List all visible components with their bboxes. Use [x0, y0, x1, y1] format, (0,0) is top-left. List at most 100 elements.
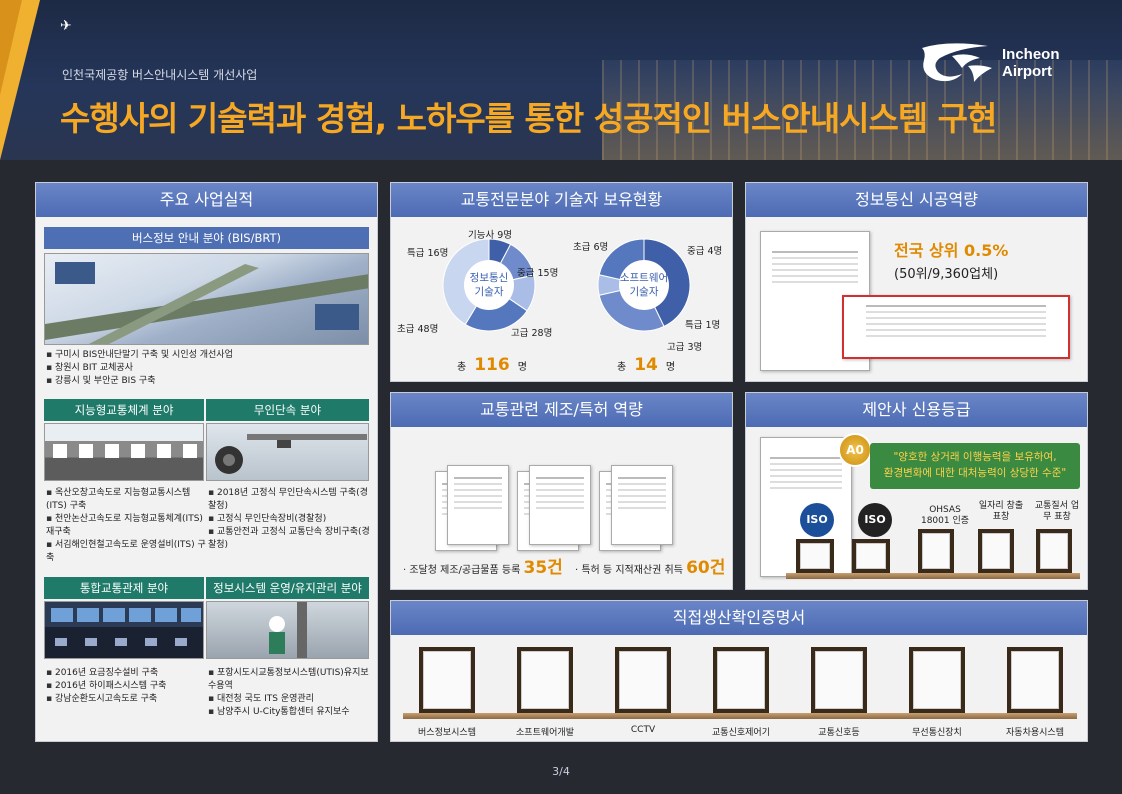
production-cert-frame — [811, 647, 867, 713]
total-right-value: 14 — [634, 355, 658, 375]
traffic-control-label: 통합교통관제 분야 — [44, 577, 204, 599]
credit-quote-line1: "양호한 상거래 이행능력을 보유하여, — [893, 451, 1057, 463]
bis-label: 버스정보 안내 분야 (BIS/BRT) — [44, 227, 369, 249]
iso-badge: ISO — [858, 503, 892, 537]
cert-caption: 일자리 창출 표창 — [978, 501, 1024, 522]
production-cert-frame — [713, 647, 769, 713]
label-left-0: 기능사 9명 — [468, 230, 513, 241]
cert-caption-bis: 버스정보시스템 — [418, 728, 476, 738]
list-item: 대전청 국도 ITS 운영관리 — [208, 693, 370, 706]
iso-cert-frame — [796, 539, 834, 573]
logo-text-2: Airport — [1002, 63, 1052, 80]
patent-doc — [447, 465, 509, 545]
total-left-value: 116 — [474, 355, 510, 375]
list-item: 강남순환도시고속도로 구축 — [46, 693, 206, 706]
patent-note: · 특허 등 지적재산권 취득 60건 — [575, 553, 725, 578]
its-label: 지능형교통체계 분야 — [44, 399, 204, 421]
total-left-suffix: 명 — [517, 362, 527, 373]
label-right-0: 초급 6명 — [573, 242, 609, 253]
production-cert-frame — [909, 647, 965, 713]
procurement-label: · 조달청 제조/공급물품 등록 — [403, 565, 521, 576]
header-banner: ✈ 인천국제공항 버스안내시스템 개선사업 수행사의 기술력과 경험, 노하우를… — [0, 0, 1122, 160]
certificate-shelf — [403, 713, 1077, 719]
maintenance-worker-photo — [206, 601, 369, 659]
major-results-heading: 주요 사업실적 — [36, 183, 377, 217]
list-item: 창원시 BIT 교체공사 — [46, 362, 371, 375]
credit-quote-line2: 환경변화에 대한 대처능력이 상당한 수준" — [883, 467, 1067, 479]
enforcement-list: 2018년 고정식 무인단속시스템 구축(경찰청) 고정식 무인단속장비(경찰청… — [208, 487, 370, 552]
cert-caption: 교통질서 업무 표창 — [1034, 501, 1080, 522]
logo-text-1: Incheon — [1002, 46, 1060, 63]
list-item: 포항시도시교통정보시스템(UTIS)유지보수용역 — [208, 667, 370, 693]
credit-heading: 제안사 신용등급 — [746, 393, 1087, 427]
credit-quote: "양호한 상거래 이행능력을 보유하여, 환경변화에 대한 대처능력이 상당한 수… — [870, 443, 1080, 489]
its-photo — [44, 423, 204, 481]
production-cert-frame — [1007, 647, 1063, 713]
patent-count: 60건 — [686, 558, 726, 578]
procurement-note: · 조달청 제조/공급물품 등록 35건 — [403, 553, 563, 578]
ict-rank-detail: (50위/9,360업체) — [894, 267, 999, 282]
list-item: 옥산오창고속도로 지능형교통시스템(ITS) 구축 — [46, 487, 206, 513]
total-right-suffix: 명 — [665, 362, 676, 373]
ict-heading: 정보통신 시공역량 — [746, 183, 1087, 217]
list-item: 서김해인현철고속도로 운영설비(ITS) 구축 — [46, 539, 206, 565]
page-title: 수행사의 기술력과 경험, 노하우를 통한 성공적인 버스안내시스템 구현 — [60, 99, 997, 138]
cert-caption-software: 소프트웨어개발 — [516, 728, 574, 738]
direct-production-panel: 직접생산확인증명서 버스정보시스템 소프트웨어개발 CCTV 교통신호제어기 교… — [390, 600, 1088, 742]
job-award-frame — [978, 529, 1014, 573]
ohsas-cert-frame — [918, 529, 954, 573]
label-right-1: 중급 4명 — [687, 246, 723, 257]
label-right-3: 고급 3명 — [667, 342, 703, 353]
list-item: 강릉시 및 부안군 BIS 구축 — [46, 375, 371, 388]
donut-left-center: 정보통신 기술자 — [464, 260, 514, 310]
label-left-2: 중급 15명 — [517, 268, 559, 279]
list-item: 천안논산고속도로 지능형교통체계(ITS) 재구축 — [46, 513, 206, 539]
label-left-3: 초급 48명 — [397, 324, 439, 335]
patent-doc — [529, 465, 591, 545]
list-item: 구미시 BIS안내단말기 구축 및 시인성 개선사업 — [46, 349, 371, 362]
ict-capability-panel: 정보통신 시공역량 전국 상위 0.5% (50위/9,360업체) — [745, 182, 1088, 382]
manufacturing-panel: 교통관련 제조/특허 역량 · 조달청 제조/공급물품 등록 35건 · 특허 … — [390, 392, 733, 590]
manufacturing-heading: 교통관련 제조/특허 역량 — [391, 393, 732, 427]
cert-caption-cctv: CCTV — [630, 725, 656, 735]
label-left-1: 특급 16명 — [407, 248, 449, 259]
maintenance-label: 정보시스템 운영/유지관리 분야 — [206, 577, 369, 599]
cert-caption-signal-controller: 교통신호제어기 — [712, 728, 770, 738]
ict-rank: 전국 상위 0.5% — [894, 241, 1009, 260]
maintenance-list: 포항시도시교통정보시스템(UTIS)유지보수용역 대전청 국도 ITS 운영관리… — [208, 667, 370, 719]
production-cert-frame — [419, 647, 475, 713]
total-left-prefix: 총 — [457, 362, 467, 373]
enforcement-label: 무인단속 분야 — [206, 399, 369, 421]
iso-badge: ISO — [800, 503, 834, 537]
engineers-panel: 교통전문분야 기술자 보유현황 정보통신 기술자 기능사 9명 특급 16명 중… — [390, 182, 733, 382]
bis-list: 구미시 BIS안내단말기 구축 및 시인성 개선사업 창원시 BIT 교체공사 … — [46, 349, 371, 388]
direct-production-heading: 직접생산확인증명서 — [391, 601, 1087, 635]
traffic-control-list: 2016년 요금징수설비 구축 2016년 하이패스시스템 구축 강남순환도시고… — [46, 667, 206, 706]
award-shelf — [786, 573, 1080, 579]
list-item: 남양주시 U-City통합센터 유지보수 — [208, 706, 370, 719]
list-item: 2016년 요금징수설비 구축 — [46, 667, 206, 680]
production-cert-frame — [517, 647, 573, 713]
iso-cert-frame — [852, 539, 890, 573]
procurement-count: 35건 — [523, 558, 563, 578]
cert-caption-signal-light: 교통신호등 — [818, 728, 860, 738]
corner-accent-dark — [0, 0, 22, 95]
city-night-image — [602, 60, 1122, 160]
list-item: 2016년 하이패스시스템 구축 — [46, 680, 206, 693]
engineers-heading: 교통전문분야 기술자 보유현황 — [391, 183, 732, 217]
production-cert-frame — [615, 647, 671, 713]
major-results-panel: 주요 사업실적 버스정보 안내 분야 (BIS/BRT) 구미시 BIS안내단말… — [35, 182, 378, 742]
patent-doc — [611, 465, 673, 545]
list-item: 2018년 고정식 무인단속시스템 구축(경찰청) — [208, 487, 370, 513]
airplane-icon: ✈ — [60, 18, 72, 34]
traffic-award-frame — [1036, 529, 1072, 573]
total-left: 총 116 명 — [457, 355, 527, 375]
label-left-4: 고급 28명 — [511, 328, 553, 339]
airport-logo-icon — [922, 43, 992, 82]
label-right-2: 특급 1명 — [685, 320, 721, 331]
control-room-photo — [44, 601, 204, 659]
donut-right-center: 소프트웨어 기술자 — [619, 260, 669, 310]
page-subtitle: 인천국제공항 버스안내시스템 개선사업 — [62, 68, 258, 82]
